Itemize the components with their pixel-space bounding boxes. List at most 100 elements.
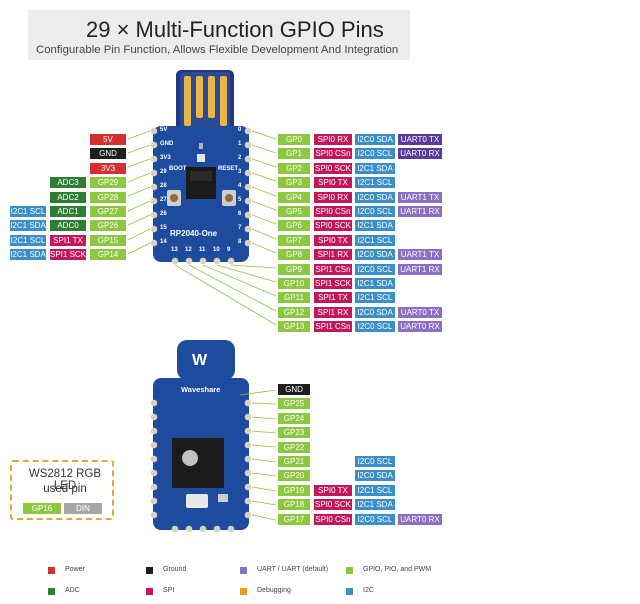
pin-label-uart-4: UART1 TX [398,191,442,203]
pin-label-spi-0: SPI0 RX [314,134,352,145]
pin-label-spi-1: SPI0 CSn [314,148,352,160]
pin-label-i2c-10: I2C1 SDA [355,278,395,289]
bottom-pin-i2c-7: I2C1 SCL [355,484,395,496]
pin-label-spi-4: SPI0 RX [314,191,352,203]
pin-label-uart-1: UART0 RX [398,148,442,160]
silk-right-3: 3 [238,169,242,175]
bottom-pin-i2c-5: I2C0 SCL [355,456,395,467]
pin-label-left-2-0: 3V3 [90,162,126,174]
pin-label-i2c-9: I2C0 SCL [355,263,395,275]
pin-label-left-7-1: SPI1 TX [50,234,86,246]
pin-label-left-5-0: I2C1 SCL [10,206,46,217]
page-title: 29 × Multi-Function GPIO Pins [86,17,384,42]
pin-label-gp-7: GP7 [278,234,310,246]
pin-label-gp-8: GP8 [278,249,310,261]
silk-left-1: GND [160,141,174,147]
bottom-pin-spi-7: SPI0 TX [314,484,352,496]
pin-label-i2c-6: I2C1 SDA [355,220,395,232]
bottom-pin-gp-2: GP24 [278,412,310,424]
silk-left-3: 29 [160,169,167,175]
pin-label-left-8-2: GP14 [90,249,126,261]
pin-label-i2c-13: I2C0 SCL [355,321,395,333]
pin-label-i2c-1: I2C0 SCL [355,148,395,160]
pin-label-left-6-0: I2C1 SDA [10,220,46,232]
pin-label-gp-12: GP12 [278,306,310,318]
pin-label-gp-6: GP6 [278,220,310,232]
bottom-pin-gp-1: GP25 [278,398,310,410]
silk-bottom-1: 12 [185,247,192,253]
reset-label: RESET [218,166,239,172]
led-subtitle: used pin [43,483,87,495]
silk-left-2: 3V3 [160,155,171,161]
boot-label: BOOT [169,166,187,172]
pin-label-i2c-0: I2C0 SDA [355,134,395,145]
pin-label-uart-5: UART1 RX [398,206,442,217]
silk-right-7: 7 [238,225,242,231]
pin-label-left-1-0: GND [90,148,126,160]
silk-bottom-4: 9 [227,247,231,253]
page-subtitle: Configurable Pin Function, Allows Flexib… [36,44,399,56]
silk-left-7: 15 [160,225,167,231]
bottom-pin-spi-9: SPI0 CSn [314,513,352,525]
silk-right-4: 4 [238,183,242,189]
pin-label-left-8-1: SPI1 SCK [50,249,86,261]
pin-label-i2c-3: I2C1 SCL [355,177,395,189]
pin-label-gp-2: GP2 [278,162,310,174]
pin-label-uart-12: UART0 TX [398,306,442,318]
pin-label-spi-3: SPI0 TX [314,177,352,189]
legend-swatch-5 [146,588,153,595]
legend-label-4: ADC [65,587,80,594]
pin-label-gp-3: GP3 [278,177,310,189]
pin-label-spi-2: SPI0 SCK [314,162,352,174]
bottom-pin-gp-5: GP21 [278,456,310,467]
silk-right-1: 1 [238,141,242,147]
pin-label-left-3-0: ADC3 [50,177,86,189]
pin-label-spi-10: SPI1 SCK [314,278,352,289]
bottom-pin-i2c-8: I2C1 SDA [355,499,395,511]
led-title: WS2812 RGB LED [28,468,102,492]
bottom-board: W [150,340,252,533]
pin-label-gp-0: GP0 [278,134,310,145]
pin-label-gp-11: GP11 [278,292,310,304]
legend-label-2: UART / UART (default) [257,566,329,573]
pin-label-spi-6: SPI0 SCK [314,220,352,232]
legend-label-3: GPIO, PIO, and PWM [363,566,432,573]
pin-label-gp-10: GP10 [278,278,310,289]
silk-right-0: 0 [238,127,242,133]
pin-label-uart-0: UART0 TX [398,134,442,145]
ws2812-led-box [10,460,114,520]
pin-label-gp-5: GP5 [278,206,310,217]
pin-label-spi-5: SPI0 CSn [314,206,352,217]
bottom-pin-i2c-6: I2C0 SDA [355,470,395,482]
pin-label-gp-4: GP4 [278,191,310,203]
usb-connector [176,70,234,132]
pin-label-gp-13: GP13 [278,321,310,333]
pin-label-gp-1: GP1 [278,148,310,160]
legend-label-1: Ground [163,566,187,573]
top-board [150,126,252,265]
bottom-pin-gp-0: GND [278,384,310,395]
model-label: RP2040-One [170,229,218,238]
bottom-leader-lines [239,389,277,521]
brand-label: Waveshare [181,385,221,394]
pin-label-left-5-2: GP27 [90,206,126,217]
silk-right-8: 8 [238,239,242,245]
silk-left-8: 14 [160,239,167,245]
legend-swatch-0 [48,567,55,574]
pin-label-gp-9: GP9 [278,263,310,275]
pin-label-uart-9: UART1 RX [398,263,442,275]
silk-bottom-3: 10 [213,247,220,253]
bottom-pin-gp-3: GP23 [278,427,310,439]
pin-label-spi-8: SPI1 RX [314,249,352,261]
pin-label-left-5-1: ADC1 [50,206,86,217]
pin-label-uart-8: UART1 TX [398,249,442,261]
led-din-label: DIN [64,503,102,514]
legend-swatch-2 [240,567,247,574]
silk-left-4: 28 [160,183,167,189]
pin-label-left-6-1: ADC0 [50,220,86,232]
pin-label-i2c-8: I2C0 SDA [355,249,395,261]
pin-label-spi-11: SPI1 TX [314,292,352,304]
silk-right-2: 2 [238,155,242,161]
legend-swatch-6 [240,588,247,595]
